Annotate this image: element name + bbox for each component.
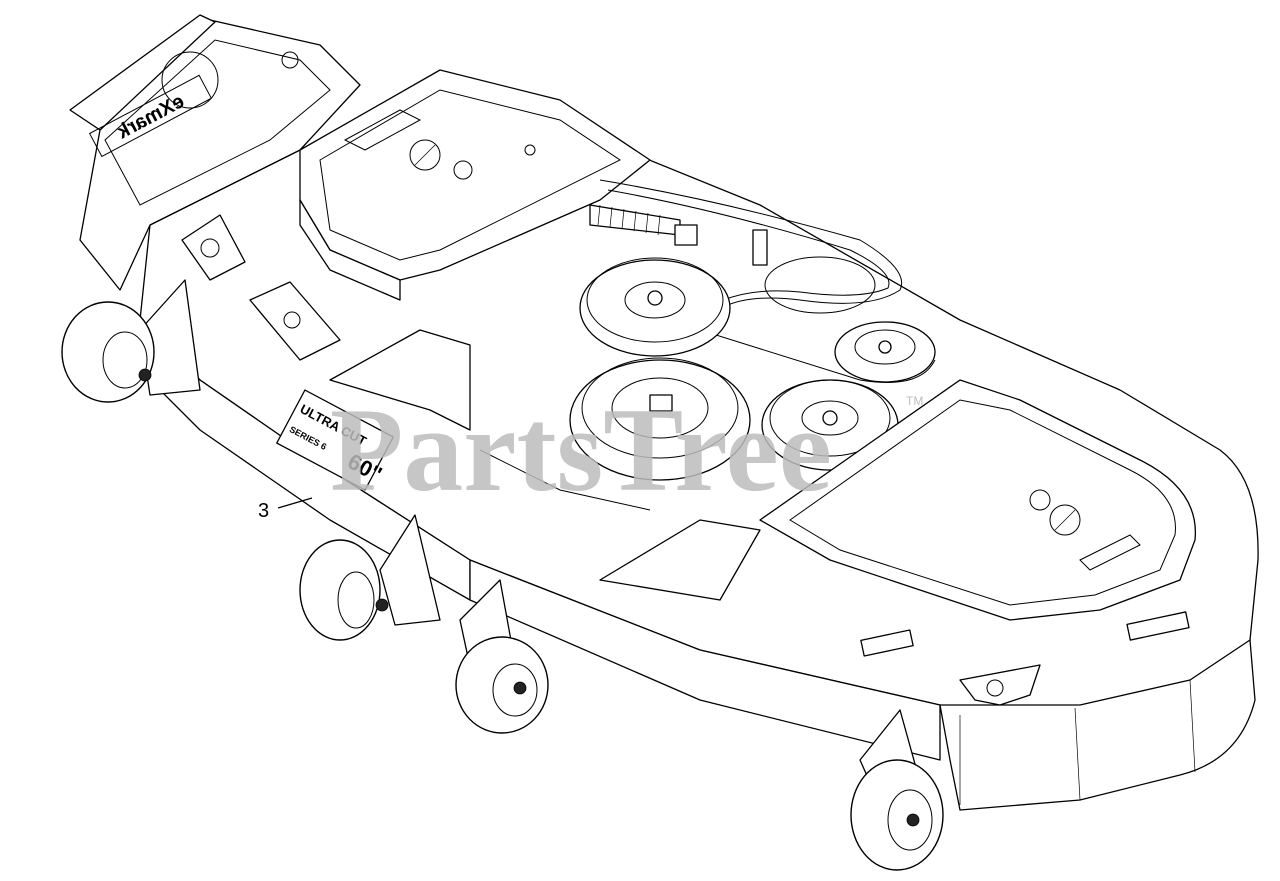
callout-3: 3	[258, 497, 313, 522]
caster-wheel-1	[61, 301, 155, 403]
caster-wheel-2	[299, 539, 389, 641]
watermark-text: PartsTree	[330, 383, 832, 516]
watermark: PartsTree TM	[330, 383, 923, 516]
leader-line	[277, 497, 313, 509]
belt-system	[569, 179, 936, 481]
pulley-upper	[579, 257, 731, 357]
baffles	[329, 329, 761, 601]
caster-wheel-3	[455, 636, 549, 734]
right-belt-cover	[759, 379, 1197, 621]
pulley-center	[569, 357, 751, 481]
callout-label: 3	[258, 500, 269, 522]
watermark-tm: TM	[906, 394, 923, 408]
idler-pulley	[834, 321, 936, 383]
deck-decals	[181, 214, 1190, 706]
caster-wheel-4	[850, 759, 944, 871]
left-belt-cover	[299, 69, 651, 301]
